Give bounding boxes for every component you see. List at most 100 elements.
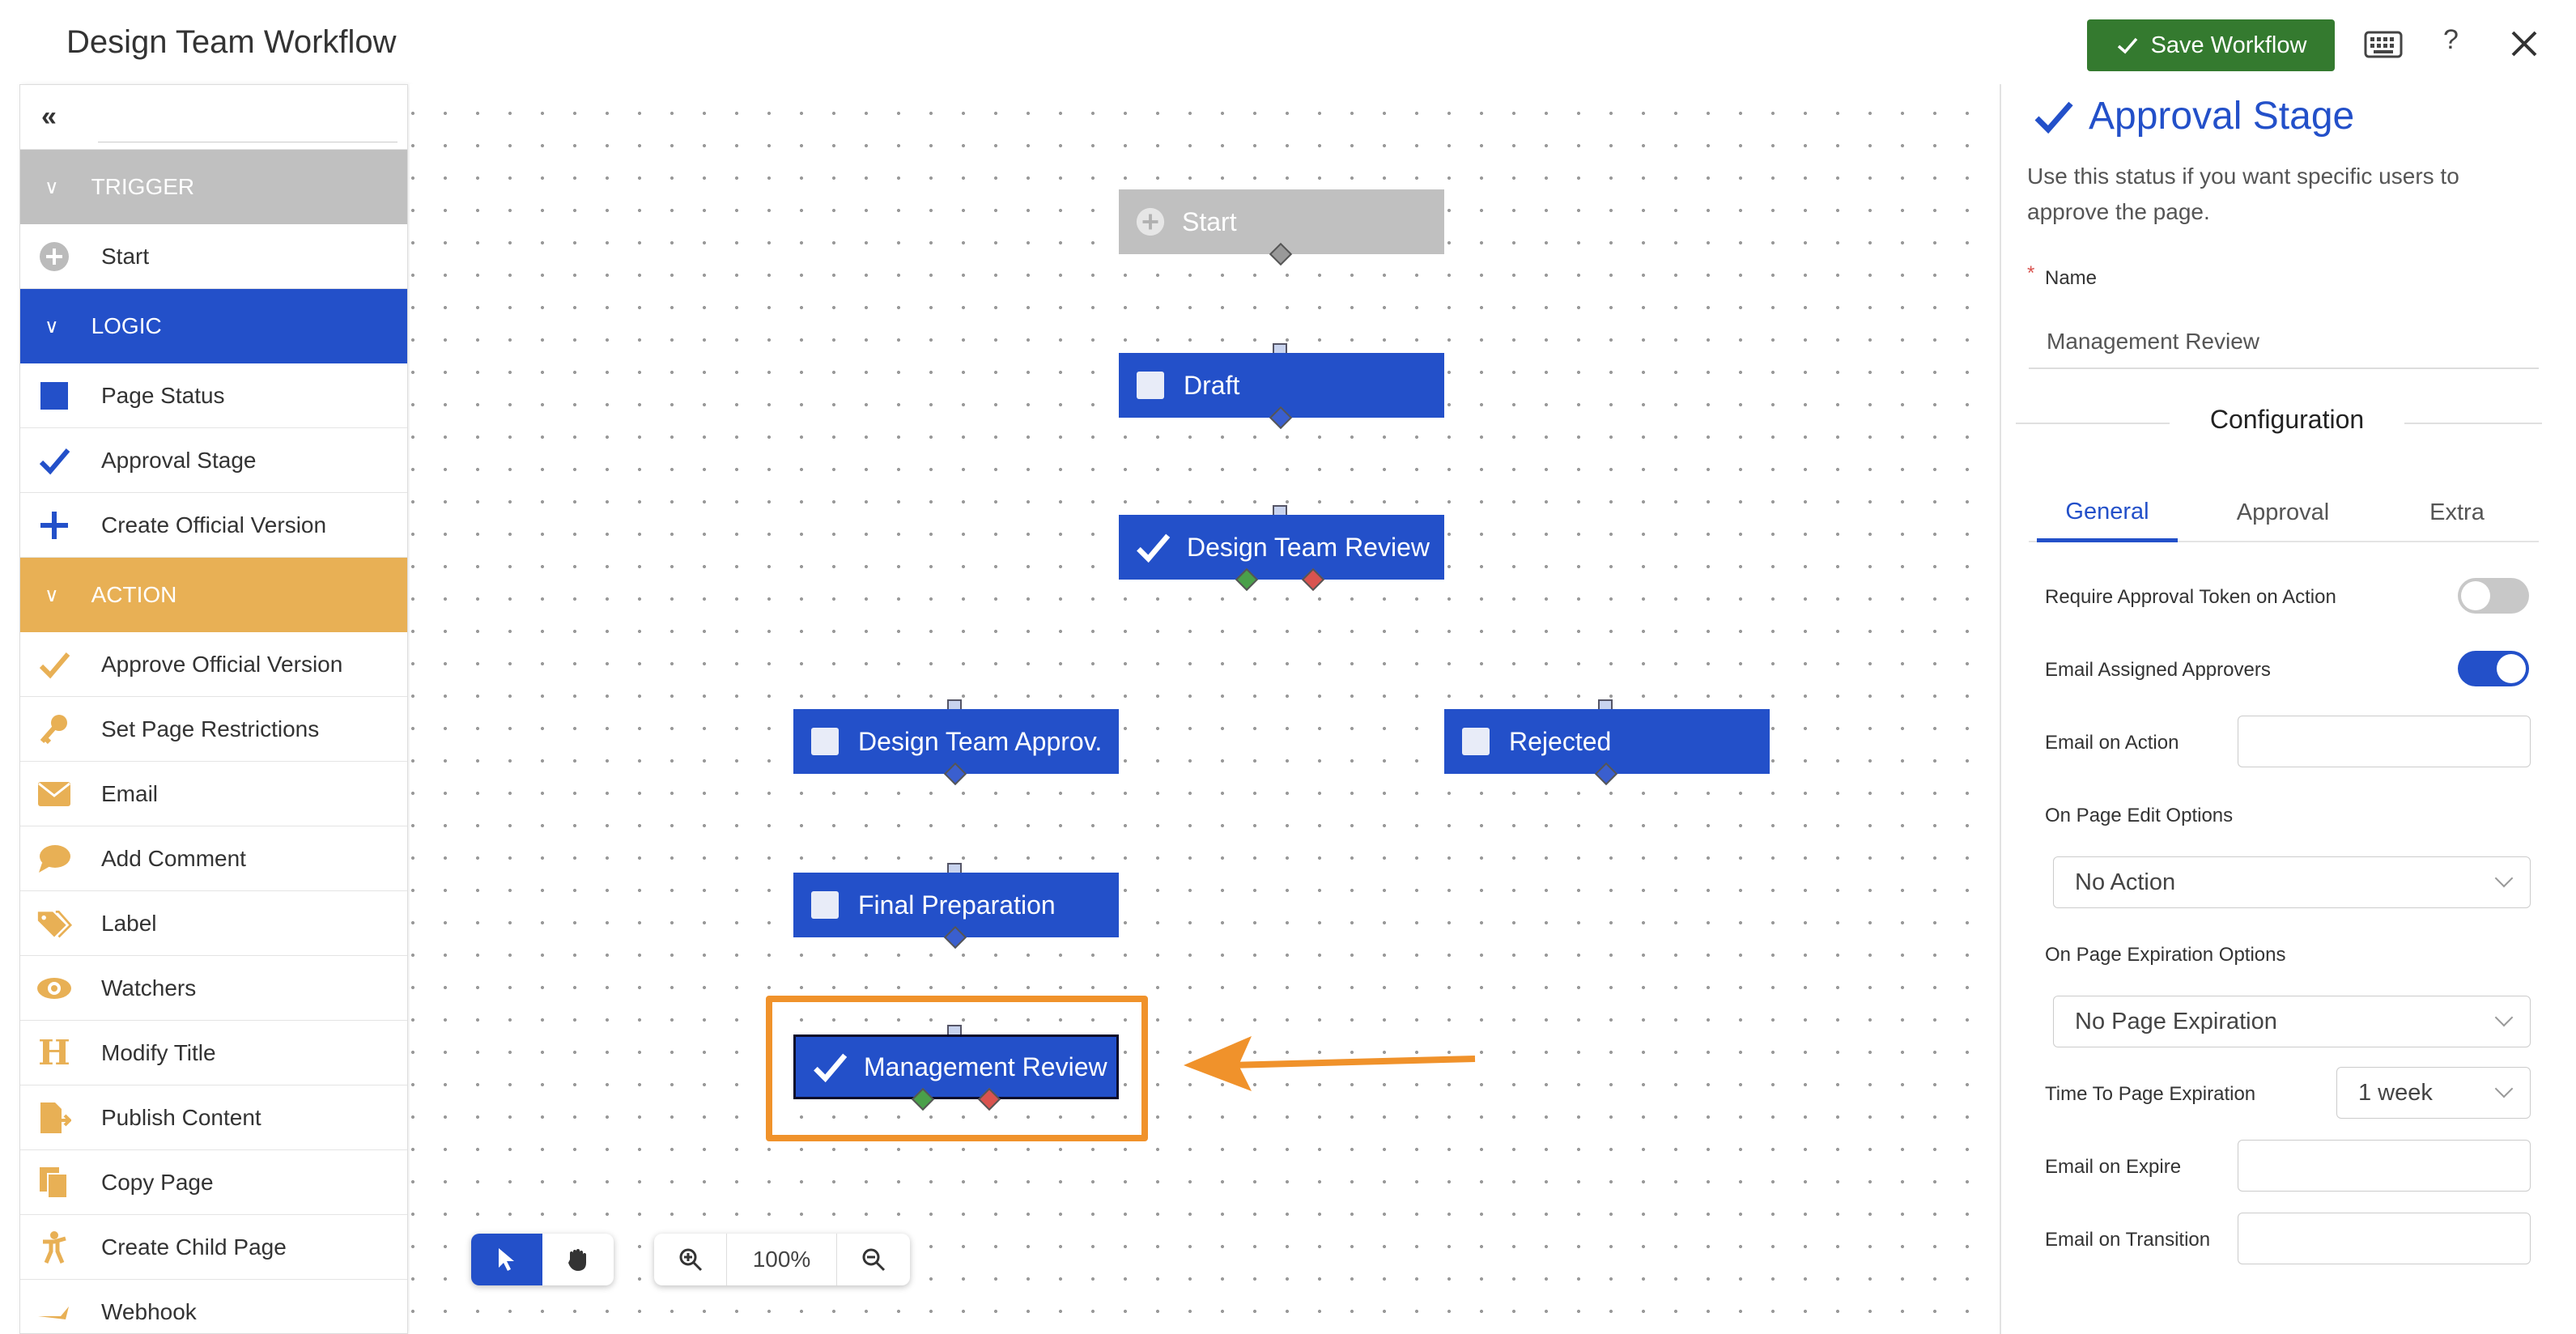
webhook-icon [36, 1294, 72, 1330]
chevron-down-icon [2494, 869, 2514, 888]
palette-item-set-page-restrictions[interactable]: Set Page Restrictions [20, 697, 407, 762]
chevron-down-icon [2494, 1079, 2514, 1098]
zoom-out-icon [862, 1248, 886, 1272]
palette-item-approve-official-version[interactable]: Approve Official Version [20, 632, 407, 697]
node-design-team-approved[interactable]: Design Team Approv. [793, 709, 1119, 774]
palette-item-copy-page[interactable]: Copy Page [20, 1150, 407, 1215]
tab-extra[interactable]: Extra [2429, 499, 2485, 525]
help-icon[interactable]: ? [2443, 24, 2459, 55]
require-token-label: Require Approval Token on Action [2045, 586, 2336, 608]
node-label: Design Team Approv. [858, 726, 1103, 756]
zoom-in-button[interactable] [654, 1234, 727, 1285]
publish-icon [36, 1100, 72, 1136]
email-on-transition-label: Email on Transition [2045, 1229, 2211, 1251]
workflow-canvas[interactable] [410, 84, 1998, 1334]
required-marker: * [2027, 262, 2035, 284]
palette-item-label: Approval Stage [101, 447, 257, 473]
plus-icon [36, 508, 72, 543]
palette-item-modify-title[interactable]: H Modify Title [20, 1021, 407, 1085]
pan-tool-button[interactable] [542, 1234, 614, 1285]
palette-item-label: Start [101, 243, 150, 269]
plus-circle-icon [1136, 207, 1165, 236]
zoom-level: 100% [727, 1234, 837, 1285]
email-on-expire-label: Email on Expire [2045, 1156, 2182, 1178]
panel-description: Use this status if you want specific use… [2027, 164, 2459, 224]
page-edit-options-label: On Page Edit Options [2045, 805, 2234, 826]
node-label: Rejected [1509, 726, 1612, 756]
palette-item-label: Label [101, 910, 157, 936]
name-input[interactable]: Management Review [2029, 316, 2539, 369]
time-to-expiration-select[interactable]: 1 week [2336, 1067, 2531, 1119]
palette-item-start[interactable]: Start [20, 224, 407, 289]
collapse-sidebar-icon[interactable]: « [41, 101, 57, 132]
zoom-out-button[interactable] [837, 1234, 910, 1285]
palette-item-watchers[interactable]: Watchers [20, 956, 407, 1021]
configuration-heading: Configuration [2209, 405, 2365, 434]
tab-general[interactable]: General [2037, 486, 2178, 542]
envelope-icon [36, 776, 72, 812]
copy-icon [36, 1165, 72, 1200]
node-management-review[interactable]: Management Review [793, 1034, 1119, 1099]
node-design-team-review[interactable]: Design Team Review [1119, 515, 1444, 580]
canvas-mode-toolbar [471, 1234, 614, 1285]
palette-item-webhook[interactable]: Webhook [20, 1280, 407, 1333]
palette-item-email[interactable]: Email [20, 762, 407, 826]
chevron-down-icon: ∨ [45, 584, 59, 606]
palette-item-label: Set Page Restrictions [101, 716, 320, 741]
speech-bubble-icon [36, 841, 72, 877]
cursor-icon [499, 1248, 514, 1271]
email-on-action-input[interactable] [2238, 716, 2531, 767]
keyboard-icon[interactable] [2364, 31, 2403, 58]
email-on-transition-input[interactable] [2238, 1213, 2531, 1264]
zoom-toolbar: 100% [654, 1234, 910, 1285]
category-logic-label: LOGIC [91, 313, 162, 338]
palette-item-publish-content[interactable]: Publish Content [20, 1085, 407, 1150]
palette-item-label: Create Child Page [101, 1234, 287, 1260]
palette-item-approval-stage[interactable]: Approval Stage [20, 428, 407, 493]
checkmark-icon [814, 1053, 848, 1083]
node-label: Design Team Review [1187, 532, 1430, 562]
chevron-down-icon [2494, 1008, 2514, 1027]
palette-item-label: Modify Title [101, 1039, 216, 1065]
square-icon [1462, 728, 1490, 755]
node-label: Final Preparation [858, 890, 1056, 920]
category-action-label: ACTION [91, 582, 177, 607]
annotation-arrow-icon [1184, 1036, 1476, 1091]
key-icon [36, 712, 72, 747]
node-start[interactable]: Start [1119, 189, 1444, 254]
plus-circle-icon [36, 239, 72, 274]
checkmark-icon [2034, 101, 2073, 134]
palette-item-label: Copy Page [101, 1169, 214, 1195]
palette-item-label: Page Status [101, 382, 225, 408]
email-approvers-label: Email Assigned Approvers [2045, 659, 2271, 681]
selected-value: 1 week [2358, 1079, 2433, 1106]
square-icon [811, 891, 839, 919]
tab-approval[interactable]: Approval [2236, 499, 2330, 525]
palette-item-label-action[interactable]: Label [20, 891, 407, 956]
require-token-toggle[interactable] [2458, 578, 2529, 614]
select-tool-button[interactable] [471, 1234, 542, 1285]
zoom-in-icon [679, 1248, 702, 1272]
category-trigger[interactable]: ∨ TRIGGER [20, 150, 407, 224]
page-expiration-options-select[interactable]: No Page Expiration [2053, 996, 2531, 1047]
palette-item-label: Email [101, 780, 159, 806]
save-workflow-button[interactable]: Save Workflow [2087, 19, 2335, 71]
palette-item-page-status[interactable]: Page Status [20, 363, 407, 428]
hand-icon [568, 1249, 586, 1271]
category-action[interactable]: ∨ ACTION [20, 558, 407, 632]
email-approvers-toggle[interactable] [2458, 651, 2529, 686]
palette-item-create-child-page[interactable]: Create Child Page [20, 1215, 407, 1280]
palette-item-add-comment[interactable]: Add Comment [20, 826, 407, 891]
checkmark-icon [1137, 533, 1171, 563]
palette-item-label: Watchers [101, 975, 197, 1000]
page-expiration-options-label: On Page Expiration Options [2045, 944, 2286, 966]
category-trigger-label: TRIGGER [91, 174, 195, 199]
email-on-action-label: Email on Action [2045, 732, 2179, 754]
close-icon[interactable] [2508, 28, 2540, 60]
email-on-expire-input[interactable] [2238, 1140, 2531, 1192]
panel-title-text: Approval Stage [2089, 95, 2355, 138]
palette-item-create-official-version[interactable]: Create Official Version [20, 493, 407, 558]
selected-value: No Action [2075, 869, 2176, 895]
category-logic[interactable]: ∨ LOGIC [20, 289, 407, 363]
page-edit-options-select[interactable]: No Action [2053, 856, 2531, 908]
